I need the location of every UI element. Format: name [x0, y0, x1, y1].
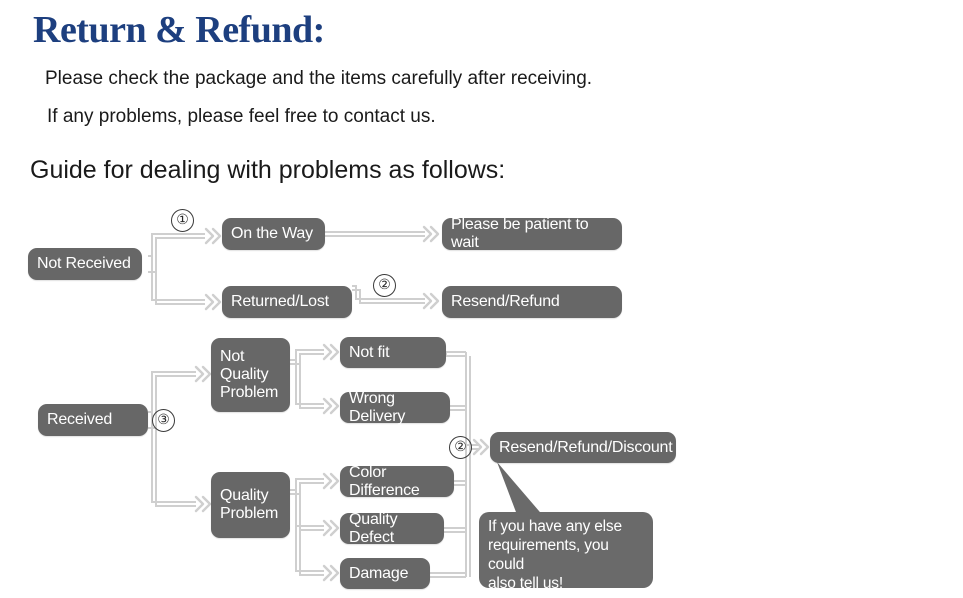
node-resend-refund-discount[interactable]: Resend/Refund/Discount	[490, 432, 676, 463]
step-number-1: ①	[171, 209, 194, 232]
step-number-3: ③	[152, 409, 175, 432]
page-title: Return & Refund:	[33, 9, 325, 51]
node-quality-problem[interactable]: Quality Problem	[211, 472, 290, 538]
node-resend-refund[interactable]: Resend/Refund	[442, 286, 622, 318]
node-wrong-delivery[interactable]: Wrong Delivery	[340, 390, 450, 425]
intro-text-line-2: If any problems, please feel free to con…	[47, 106, 436, 127]
callout-bubble: If you have any else requirements, you c…	[479, 512, 653, 592]
node-damage[interactable]: Damage	[340, 558, 430, 589]
intro-text-line-1: Please check the package and the items c…	[45, 68, 593, 89]
node-quality-defect[interactable]: Quality Defect	[340, 511, 444, 546]
node-not-quality-problem[interactable]: Not Quality Problem	[211, 338, 290, 412]
node-not-received[interactable]: Not Received	[28, 248, 142, 280]
node-received[interactable]: Received	[38, 404, 148, 436]
node-color-difference[interactable]: Color Difference	[340, 464, 454, 499]
node-returned-lost[interactable]: Returned/Lost	[222, 286, 352, 318]
node-on-the-way[interactable]: On the Way	[222, 218, 325, 250]
step-number-2-top: ②	[373, 274, 396, 297]
step-number-2-bottom: ②	[449, 436, 472, 459]
node-not-fit[interactable]: Not fit	[340, 337, 446, 368]
guide-heading: Guide for dealing with problems as follo…	[30, 156, 506, 184]
node-please-be-patient[interactable]: Please be patient to wait	[442, 216, 622, 251]
